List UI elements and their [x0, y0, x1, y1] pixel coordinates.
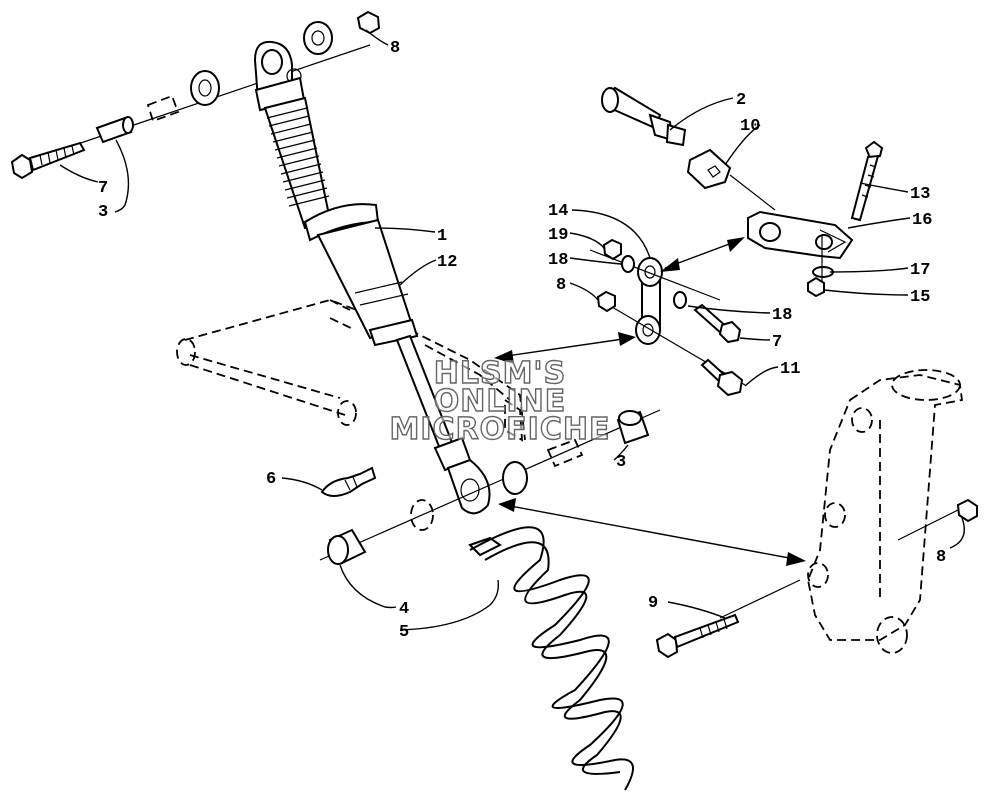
callout-5: 5: [399, 623, 409, 642]
lower-bushing-4: [327, 528, 367, 565]
suspension-arm-phantom: [176, 299, 526, 442]
nut-19: [602, 238, 622, 261]
lower-washer: [410, 499, 434, 531]
callout-labels: 8 7 3 1 12 2 10 13 16 17 15 14 19 18 8 1…: [98, 39, 946, 642]
coil-spring: [468, 526, 634, 791]
callout-18-right: 18: [772, 306, 792, 325]
nut-15: [807, 276, 825, 298]
callout-18-left: 18: [548, 251, 568, 270]
square-bushing-10: [686, 148, 732, 190]
arrow-link-to-plate: [660, 237, 745, 272]
link-rod-14: [635, 257, 663, 345]
arrow-shock-to-bracket: [498, 498, 806, 566]
callout-7-link: 7: [772, 333, 782, 352]
leader-lines: [59, 29, 965, 631]
callout-19: 19: [548, 226, 568, 245]
bolt-11-link: [700, 358, 744, 397]
callout-6: 6: [266, 470, 276, 489]
callout-4: 4: [399, 600, 409, 619]
torque-arm-shaft: [601, 86, 687, 147]
callout-2: 2: [736, 91, 746, 110]
callout-14: 14: [548, 202, 568, 221]
arrow-link-to-arm: [494, 332, 636, 364]
callout-15: 15: [910, 288, 930, 307]
callout-8-bracket: 8: [936, 548, 946, 567]
bolt-7-link: [693, 303, 742, 344]
callout-3-left: 3: [98, 203, 108, 222]
upper-spacer-washer-right: [303, 21, 333, 55]
upper-bushing-dashed: [146, 94, 180, 123]
bracket-bolt-axis: [897, 509, 959, 541]
grease-fitting: [320, 466, 377, 497]
upper-nut: [356, 10, 381, 35]
upper-spacer-washer: [190, 70, 220, 106]
callout-8-link: 8: [556, 276, 566, 295]
callout-1: 1: [437, 227, 447, 246]
shock-absorber: [253, 40, 491, 515]
washer-18-right: [673, 291, 687, 309]
lower-washer-right: [502, 461, 528, 495]
lower-sleeve-dashed: [546, 438, 584, 468]
upper-sleeve: [95, 116, 134, 144]
lower-mount-axis: [319, 409, 661, 561]
bolt-13: [850, 140, 884, 222]
front-arm-bracket: [807, 369, 964, 654]
washer-18-left: [621, 255, 635, 273]
callout-12: 12: [437, 253, 457, 272]
callout-9: 9: [648, 594, 658, 613]
callout-10: 10: [740, 117, 760, 136]
bracket-nut: [956, 498, 978, 523]
nut-8-link: [596, 290, 616, 313]
link-plate-16: [747, 210, 854, 260]
callout-16: 16: [912, 211, 932, 230]
bracket-bolt-9: [655, 579, 801, 659]
callout-3-lower: 3: [616, 453, 626, 472]
callout-17: 17: [910, 261, 930, 280]
callout-13: 13: [910, 185, 930, 204]
callout-11: 11: [780, 360, 800, 379]
lower-sleeve-3: [616, 410, 650, 445]
callout-7-left: 7: [98, 179, 108, 198]
callout-8-top: 8: [390, 39, 400, 58]
shaft-axis: [729, 174, 776, 211]
